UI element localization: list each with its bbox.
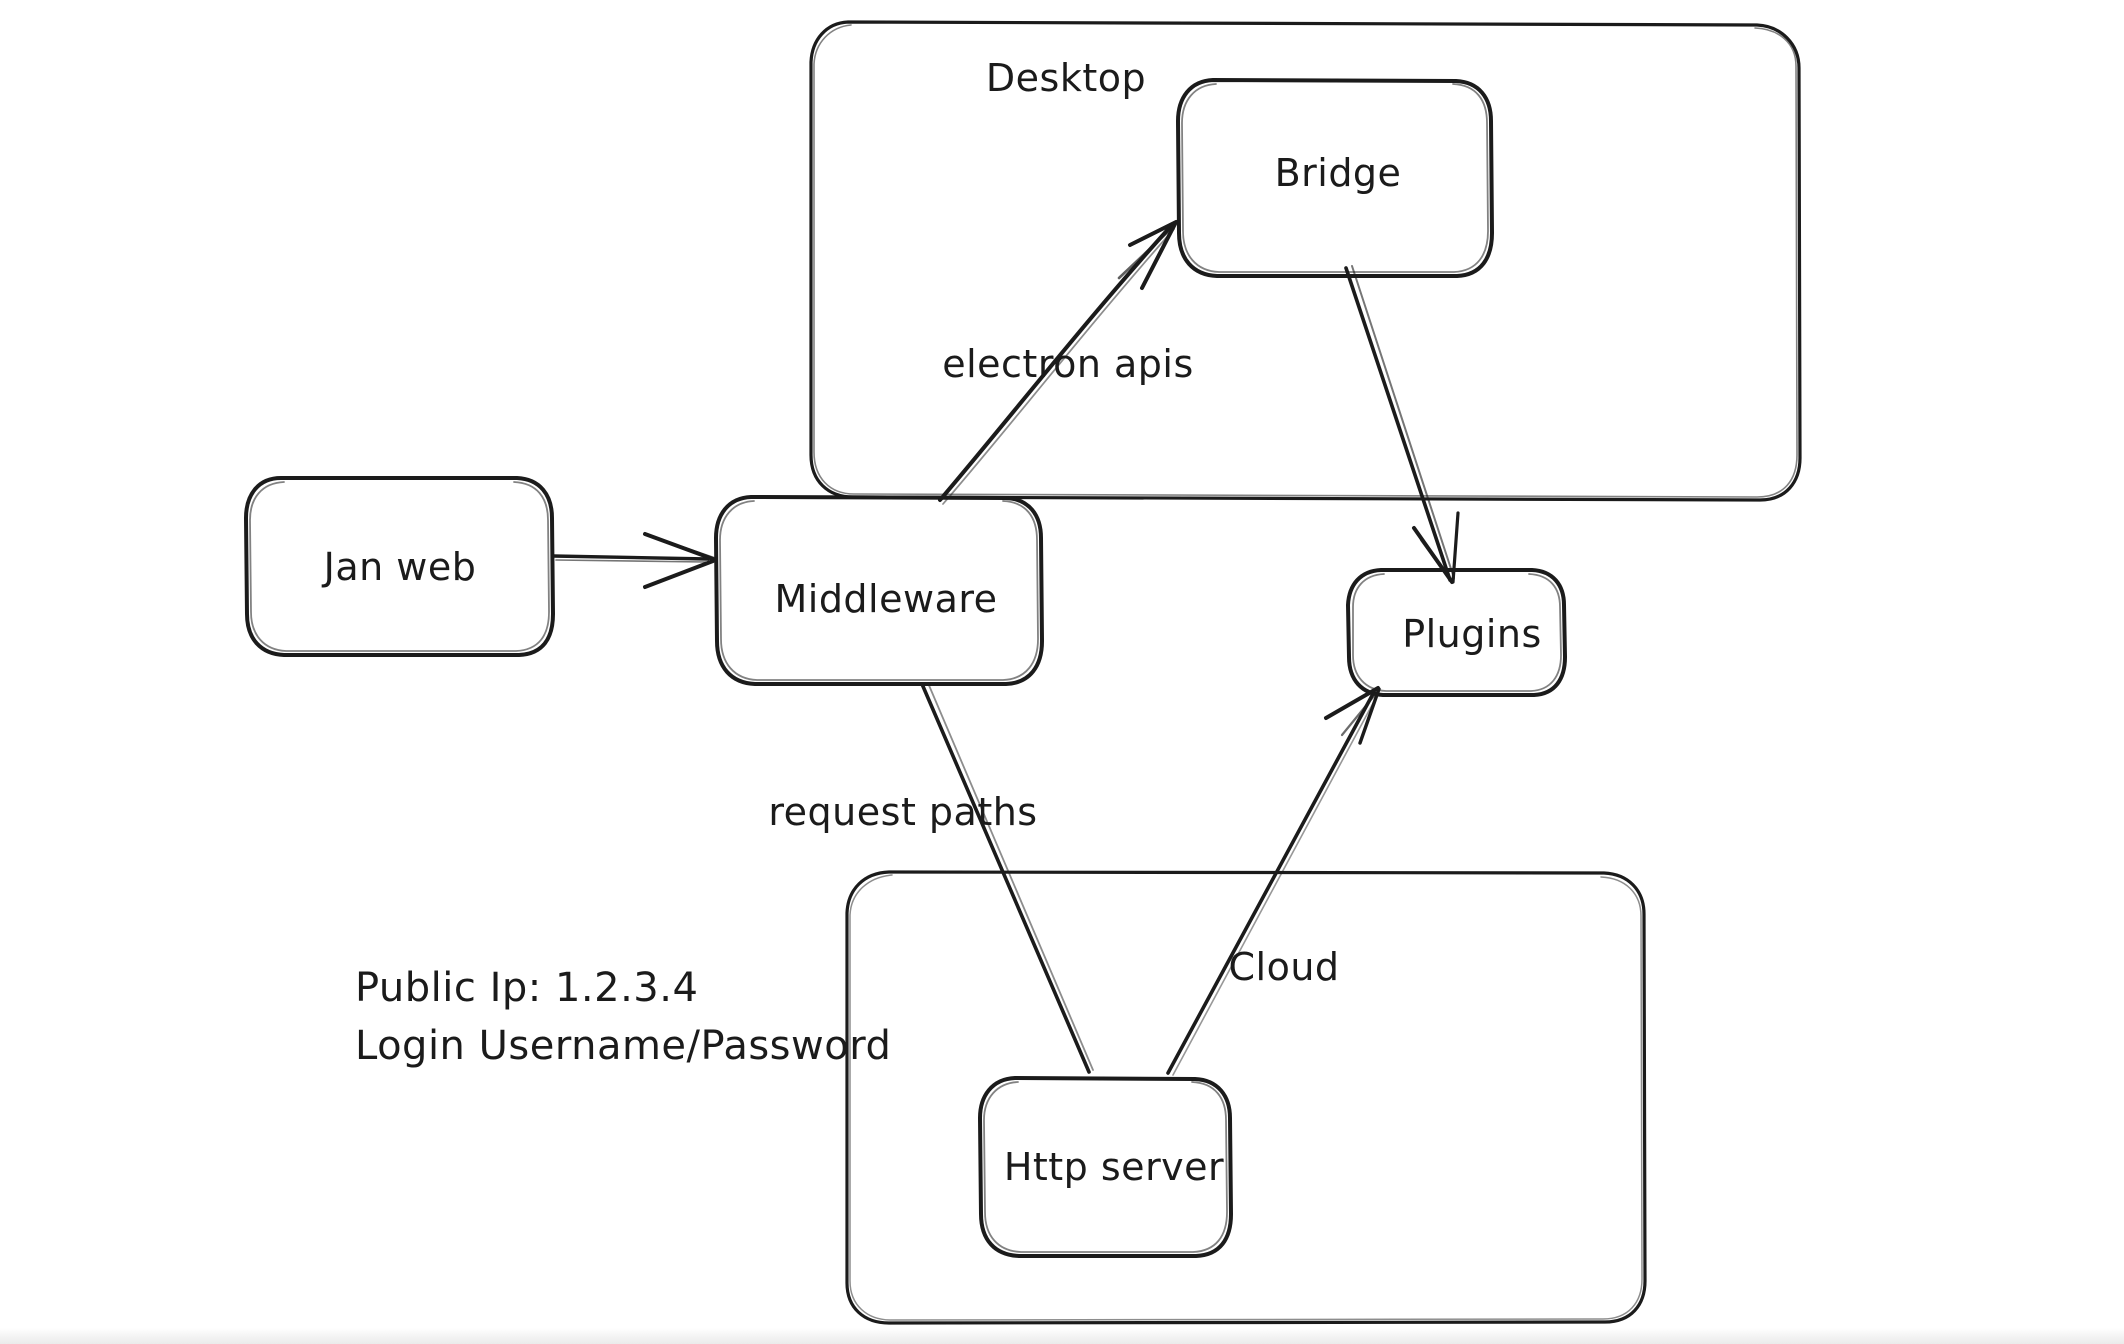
node-middleware-outline: [714, 495, 1044, 686]
edge-bridge-to-plugins: [1344, 265, 1460, 584]
node-plugins-outline: [1346, 568, 1567, 697]
node-label-bridge[interactable]: Bridge: [1274, 151, 1402, 195]
group-label-desktop: Desktop: [985, 56, 1147, 100]
footer-band: [0, 1328, 2124, 1344]
edge-label-request-paths: request paths: [768, 790, 1038, 834]
node-label-middleware[interactable]: Middleware: [774, 577, 998, 621]
node-jan-web-outline: [244, 476, 555, 657]
node-http-server-outline: [978, 1076, 1233, 1258]
edge-label-electron-apis: electron apis: [942, 342, 1194, 386]
note-login-credentials: Login Username/Password: [355, 1023, 892, 1069]
group-cloud-outline: [845, 870, 1647, 1325]
edge-middleware-to-bridge: [938, 220, 1178, 505]
edge-jan-web-to-middleware: [551, 532, 716, 589]
edge-http-server-to-plugins: [1166, 686, 1381, 1076]
node-bridge-outline: [1176, 78, 1494, 278]
node-label-jan-web[interactable]: Jan web: [323, 545, 477, 589]
node-label-http-server[interactable]: Http server: [1003, 1145, 1225, 1189]
edge-label-cloud: Cloud: [1228, 945, 1340, 989]
note-public-ip: Public Ip: 1.2.3.4: [355, 965, 699, 1011]
node-label-plugins[interactable]: Plugins: [1402, 612, 1542, 656]
edge-middleware-to-http-server: [920, 682, 1094, 1074]
group-desktop-outline: [809, 20, 1802, 502]
